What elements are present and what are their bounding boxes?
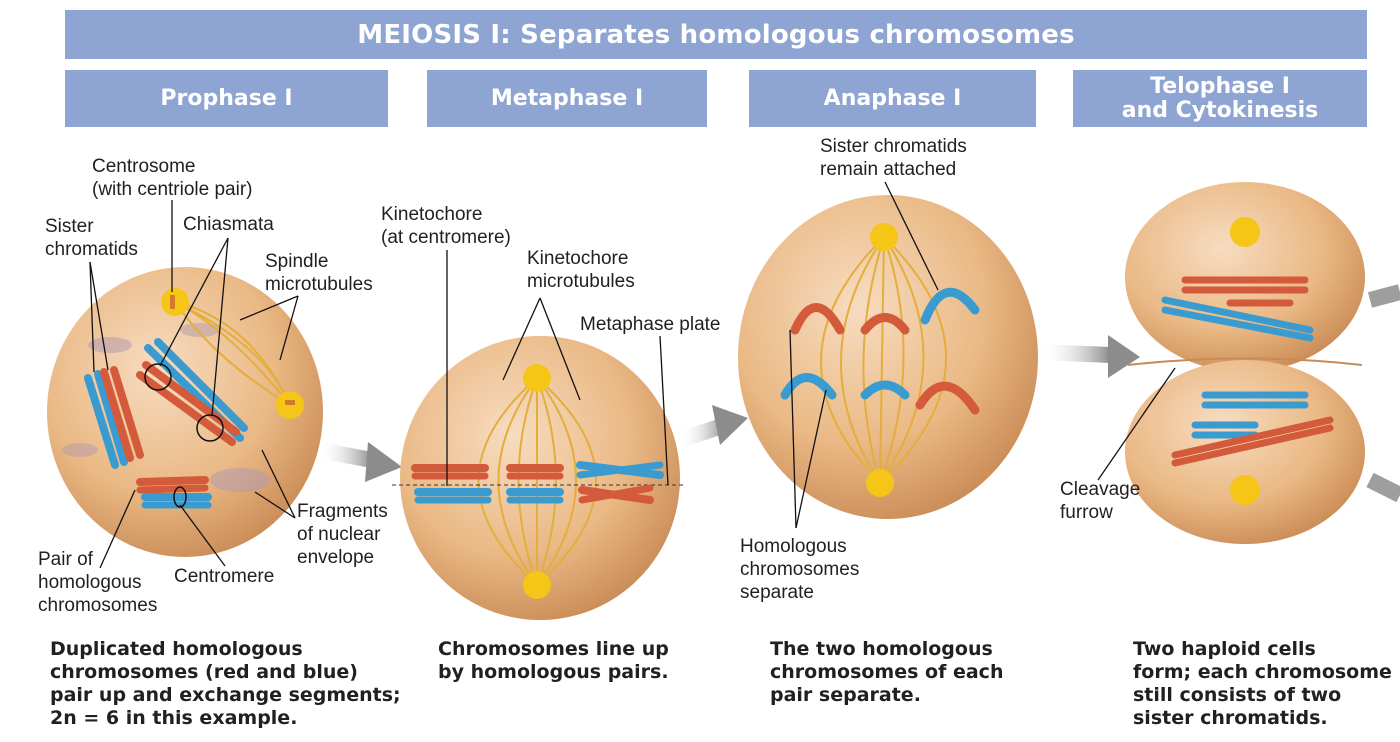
label-spindle-microtubules: Spindle microtubules [265,251,373,295]
label-homologous-separate: Homologous chromosomes separate [740,536,860,603]
metaphase-cell [392,336,686,620]
phase-header-prophase: Prophase I [65,70,388,127]
anaphase-spindle [820,236,947,484]
centrosome-icon [523,571,551,599]
telophase-leader-lines [1097,367,1176,481]
chiasma-marker [196,414,224,442]
label-cleavage-furrow: Cleavage furrow [1060,479,1141,523]
telophase-chromosomes [1161,276,1334,467]
anaphase-chromosomes [780,287,980,415]
centrosome-icon [523,364,551,392]
caption-telophase: Two haploid cells form; each chromosome … [1133,638,1392,729]
label-kinetochore: Kinetochore (at centromere) [381,204,511,248]
stage-arrow-4 [1367,284,1400,308]
anaphase-cell [738,195,1038,519]
phase-header-telophase: Telophase I and Cytokinesis [1073,70,1367,127]
centrosome-icon [1230,475,1260,505]
label-sister-remain-attached: Sister chromatids remain attached [820,136,967,180]
metaphase-spindle [477,377,597,586]
centrosome-icon [870,223,898,251]
caption-metaphase: Chromosomes line up by homologous pairs. [438,638,669,683]
phase-header-anaphase: Anaphase I [749,70,1036,127]
caption-anaphase: The two homologous chromosomes of each p… [770,638,1004,706]
label-kinetochore-microtubules: Kinetochore microtubules [527,248,635,292]
label-sister-chromatids: Sister chromatids [45,216,138,260]
prophase-chromosomes [84,338,248,509]
telophase-cells [1125,182,1365,544]
chiasma-marker [144,363,172,391]
prophase-cell [47,267,323,557]
prophase-leader-lines [89,200,299,569]
stage-arrow-5 [1366,472,1400,503]
centrosome-icon [866,469,894,497]
label-centromere: Centromere [174,566,275,587]
metaphase-chromosomes [411,461,664,504]
label-chiasmata: Chiasmata [183,214,274,235]
label-centrosome: Centrosome (with centriole pair) [92,156,253,200]
label-fragments-nuclear-envelope: Fragments of nuclear envelope [297,501,388,568]
anaphase-leader-lines [789,181,939,529]
label-metaphase-plate: Metaphase plate [580,314,721,335]
centrosome-icon [1230,217,1260,247]
phase-header-metaphase: Metaphase I [427,70,707,127]
label-pair-homologous: Pair of homologous chromosomes [38,549,158,616]
caption-prophase: Duplicated homologous chromosomes (red a… [50,638,401,729]
stage-arrow-1 [316,442,402,482]
main-title-banner: MEIOSIS I: Separates homologous chromoso… [65,10,1367,59]
stage-arrow-3 [1039,335,1140,378]
metaphase-leader-lines [446,250,669,486]
stage-arrow-2 [677,405,748,448]
